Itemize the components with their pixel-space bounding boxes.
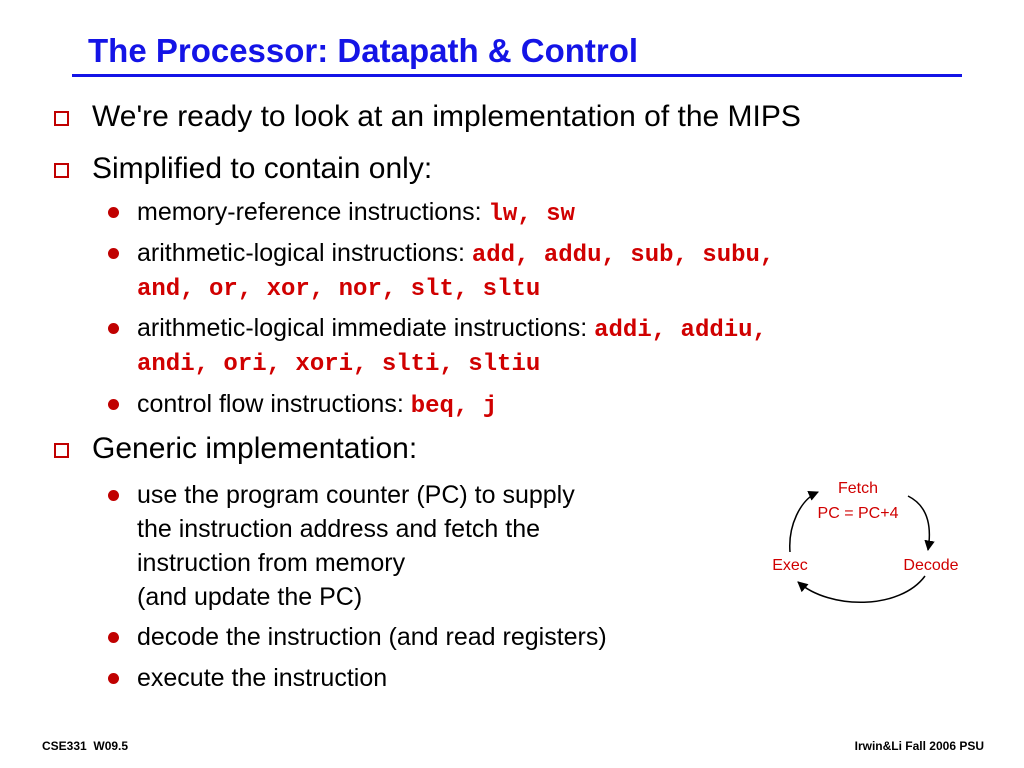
fetch-label: Fetch	[838, 480, 878, 497]
instruction-list: lw, sw	[488, 201, 575, 228]
bullet-text: Simplified to contain only:	[92, 152, 433, 185]
sub-bullet-line: instruction from memory	[137, 549, 406, 577]
fetch-pc-label: PC = PC+4	[818, 505, 899, 522]
round-bullet-icon	[108, 323, 119, 334]
square-bullet-icon	[54, 163, 69, 178]
square-bullet-icon	[54, 443, 69, 458]
footer-credit: Irwin&Li Fall 2006 PSU	[854, 739, 984, 753]
instruction-list: add, addu, sub, subu,	[471, 242, 775, 269]
instruction-list: beq, j	[410, 393, 498, 420]
round-bullet-icon	[108, 673, 119, 684]
instruction-list-continued: and, or, xor, nor, slt, sltu	[137, 276, 541, 303]
bullet-text: We're ready to look at an implementation…	[92, 100, 801, 133]
round-bullet-icon	[108, 399, 119, 410]
round-bullet-icon	[108, 490, 119, 501]
sub-bullet-line: use the program counter (PC) to supply	[137, 481, 575, 509]
sub-bullet-line: (and update the PC)	[137, 583, 363, 611]
sub-bullet-text: memory-reference instructions:	[137, 198, 482, 226]
slide-title: The Processor: Datapath & Control	[88, 32, 639, 69]
round-bullet-icon	[108, 632, 119, 643]
exec-to-fetch-arrow	[789, 491, 819, 553]
instruction-cycle-diagram: Fetch PC = PC+4 Exec Decode	[772, 480, 959, 604]
sub-bullet-text: execute the instruction	[137, 664, 388, 692]
title-underline	[72, 74, 962, 77]
fetch-to-decode-arrow	[907, 495, 935, 552]
instruction-list: addi, addiu,	[594, 317, 767, 344]
sub-bullet-text: arithmetic-logical immediate instruction…	[137, 314, 588, 342]
sub-bullet-text: decode the instruction (and read registe…	[137, 623, 607, 651]
exec-label: Exec	[772, 557, 808, 574]
round-bullet-icon	[108, 207, 119, 218]
decode-to-exec-arrow	[797, 575, 926, 604]
footer-course: CSE331 W09.5	[42, 739, 129, 753]
square-bullet-icon	[54, 111, 69, 126]
decode-label: Decode	[903, 557, 958, 574]
sub-bullet-text: control flow instructions:	[137, 390, 404, 418]
sub-bullet-text: arithmetic-logical instructions:	[137, 239, 465, 267]
instruction-list-continued: andi, ori, xori, slti, sltiu	[137, 351, 541, 378]
bullet-text: Generic implementation:	[92, 432, 418, 465]
sub-bullet-line: the instruction address and fetch the	[137, 515, 541, 543]
round-bullet-icon	[108, 248, 119, 259]
